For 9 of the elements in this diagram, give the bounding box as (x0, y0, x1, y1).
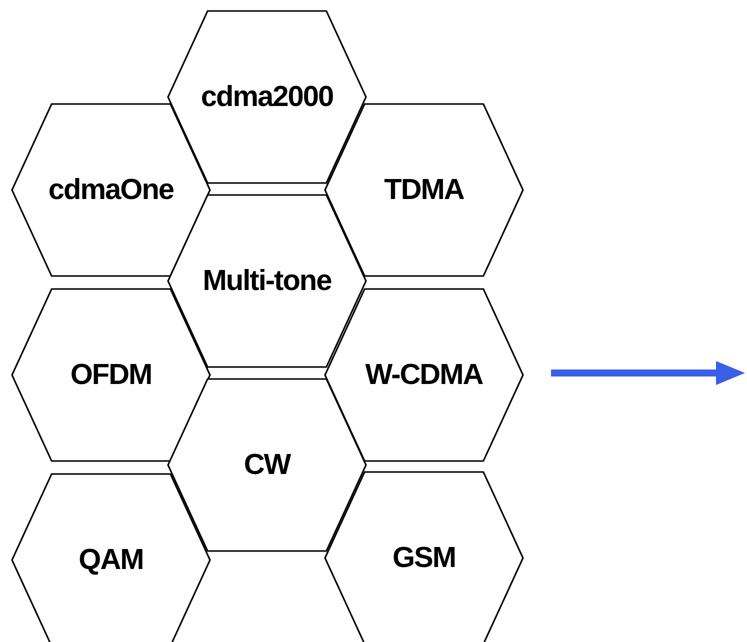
hexagon-label: cdmaOne (48, 174, 174, 206)
hexagon-label: W-CDMA (365, 358, 483, 392)
hexagon-label: OFDM (70, 358, 152, 392)
hexagon-label: QAM (78, 544, 144, 576)
hexagon-label: Multi-tone (202, 264, 332, 298)
hexagon-label: TDMA (384, 174, 464, 206)
hexagon-label: cdma2000 (200, 80, 334, 114)
hexagon-label: CW (244, 448, 290, 482)
hexagon-label: GSM (392, 542, 456, 574)
